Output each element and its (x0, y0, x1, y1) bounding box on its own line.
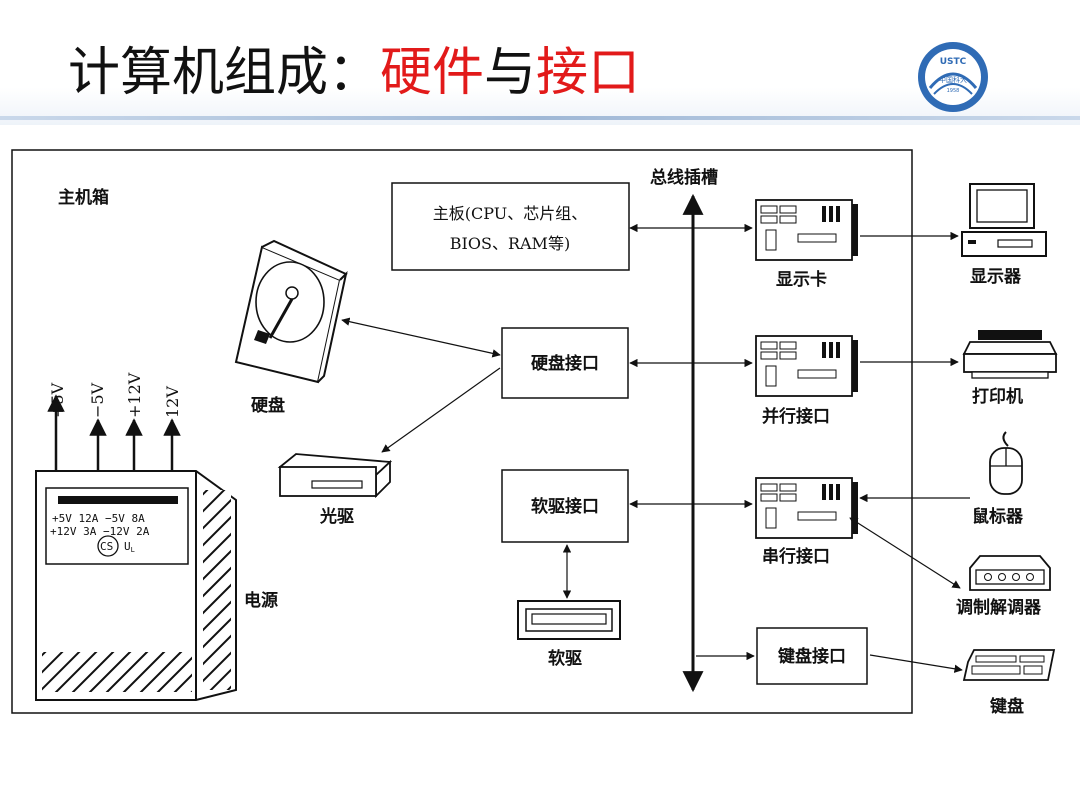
motherboard-box (391, 182, 630, 271)
hdd-if-label: 硬盘接口 (531, 353, 599, 374)
header-divider (0, 116, 1080, 120)
modem-drawing (969, 555, 1051, 591)
logo-year: 1958 (947, 88, 960, 94)
lpt-label: 并行接口 (762, 406, 830, 427)
modem-link (849, 517, 961, 589)
voltage-12: 12V (163, 386, 182, 418)
logo-sub: 中国科大 (939, 75, 967, 84)
fdd-if-label: 软驱接口 (531, 496, 599, 517)
printer-drawing (962, 330, 1058, 379)
vga-label: 显示卡 (776, 269, 827, 290)
title-part2: 硬件 (380, 43, 485, 103)
voltage-plus5: +5V (48, 382, 67, 418)
slide-title: 计算机组成：硬件与接口 (68, 38, 640, 108)
title-part4: 接口 (536, 43, 641, 103)
logo-text: USTC (940, 57, 967, 67)
title-part3: 与 (484, 43, 537, 103)
slide-header (0, 0, 1080, 125)
hdd-if-box (501, 327, 629, 399)
com-label: 串行接口 (762, 546, 830, 567)
ustc-logo: USTC 中国科大 1958 (918, 42, 988, 112)
keyboard-label: 键盘 (990, 696, 1024, 717)
hdd-drawing (234, 239, 348, 384)
floppy-label: 软驱 (548, 648, 582, 669)
motherboard-line1: 主板(CPU、芯片组、 (433, 204, 587, 223)
fdd-if-box (501, 469, 629, 543)
keyboard-link (869, 654, 963, 673)
psu-drawing (35, 394, 237, 701)
psu-mark-u: U (124, 540, 131, 553)
lpt-card-drawing (755, 335, 858, 397)
psu-label: 电源 (244, 590, 278, 611)
modem-label: 调制解调器 (956, 597, 1042, 618)
psu-mark-ul: UL (124, 540, 135, 554)
title-part1: 计算机组成： (68, 43, 381, 103)
mouse-label: 鼠标器 (972, 506, 1024, 527)
com-card-drawing (755, 477, 858, 539)
psu-spec-line2: +12V 3A −12V 2A (50, 525, 150, 538)
motherboard-line2: BIOS、RAM等) (450, 234, 570, 253)
voltage-minus5: −5V (88, 382, 107, 418)
printer-label: 打印机 (972, 386, 1023, 407)
cdrom-drawing (277, 453, 393, 499)
monitor-drawing (961, 183, 1047, 257)
voltage-plus12: +12V (125, 372, 144, 418)
floppy-drawing (517, 600, 621, 640)
kbd-if-label: 键盘接口 (778, 646, 846, 667)
hdd-link (341, 317, 501, 358)
chassis-label: 主机箱 (58, 187, 109, 208)
psu-mark-cs: CS (100, 540, 113, 553)
mouse-drawing (989, 431, 1023, 495)
vga-card-drawing (755, 199, 858, 261)
hdd-label: 硬盘 (251, 395, 285, 416)
keyboard-drawing (962, 649, 1056, 681)
chassis-frame (11, 149, 913, 714)
monitor-label: 显示器 (970, 267, 1022, 287)
psu-mark-l: L (131, 546, 135, 554)
kbd-if-box (756, 627, 868, 685)
bus-label: 总线插槽 (650, 167, 718, 188)
psu-spec-line1: +5V 12A −5V 8A (52, 512, 145, 525)
cdrom-link (381, 367, 501, 453)
cdrom-label: 光驱 (319, 506, 354, 527)
